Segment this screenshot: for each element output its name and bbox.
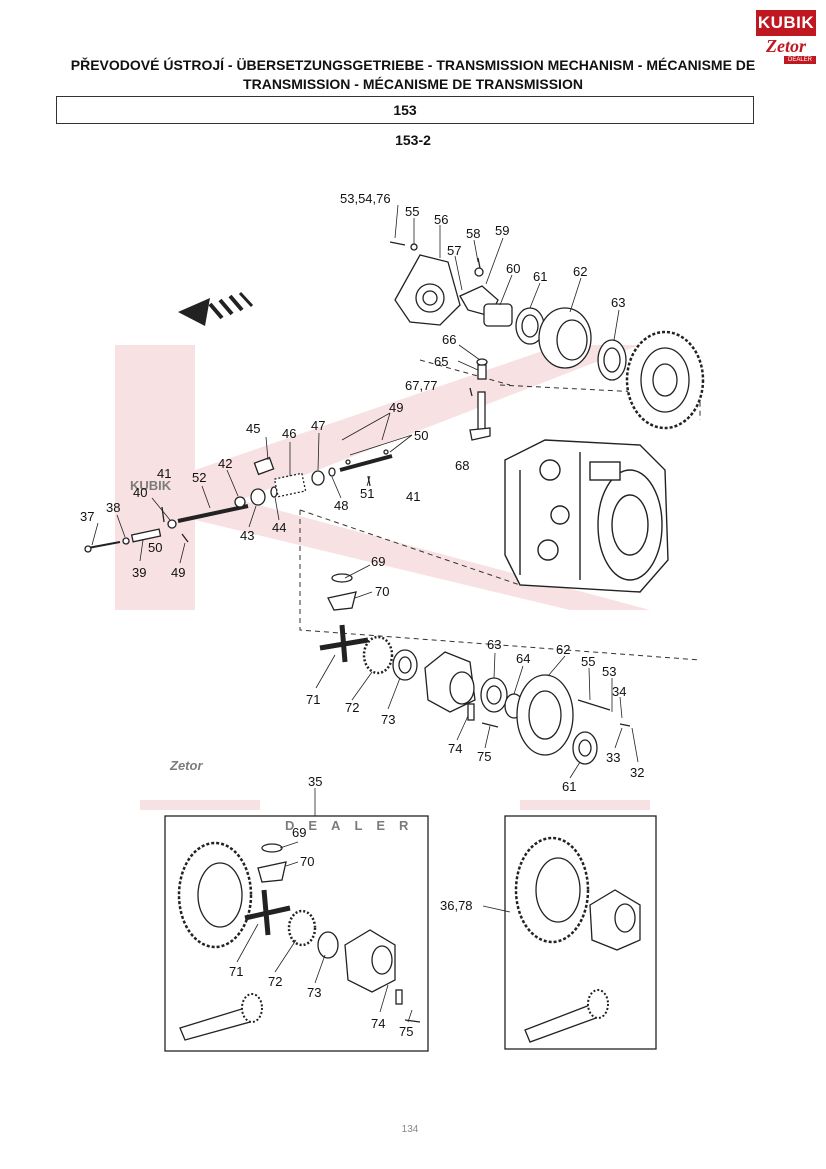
watermark-line-right [520,800,650,810]
differential-exploded [319,573,631,765]
title-line-2: TRANSMISSION - MÉCANISME DE TRANSMISSION [243,76,583,92]
part-43 [250,488,266,506]
part-39 [130,528,162,543]
leader-lines [91,204,639,1023]
callout-55-lower: 55 [581,654,595,669]
callout-53-54-76: 53,54,76 [340,191,391,206]
callout-33: 33 [606,750,620,765]
callout-44: 44 [272,520,286,535]
callout-71-inset: 71 [229,964,243,979]
callout-73: 73 [381,712,395,727]
watermark-bar-left [115,345,195,610]
callout-45: 45 [246,421,260,436]
callout-68: 68 [455,458,469,473]
page-number: 134 [401,1124,419,1135]
callout-49-left: 49 [171,565,185,580]
watermark-line-left [140,800,260,810]
callout-69: 69 [371,554,385,569]
part-65 [477,364,487,380]
watermark-k-shape [195,345,650,610]
callout-75-inset: 75 [399,1024,413,1039]
watermark-tag: DEALER [285,818,422,833]
callout-74: 74 [448,741,462,756]
flange-60 [483,303,513,327]
inset-box-36-78 [504,815,657,1050]
callout-70-inset: 70 [300,854,314,869]
logo-tag: DEALER [784,56,816,64]
callout-32: 32 [630,765,644,780]
callout-53: 53 [602,664,616,679]
callout-73-inset: 73 [307,985,321,1000]
callout-48: 48 [334,498,348,513]
callout-49: 49 [389,400,403,415]
spring-46 [273,472,307,498]
callout-62-lower: 62 [556,642,570,657]
group-number-box: 153 [56,96,754,124]
callout-labels: 53,54,76 55 56 57 58 59 60 61 62 63 66 6… [80,191,644,1039]
callout-56: 56 [434,212,448,227]
fork-68 [469,427,491,441]
callout-61-lower: 61 [562,779,576,794]
callout-41-left: 41 [157,466,171,481]
sub-number: 153-2 [395,132,431,148]
washer-69 [331,573,353,583]
gear-72 [362,635,394,675]
callout-58: 58 [466,226,480,241]
gearbox-housing [504,439,669,593]
logo-make: Zetor [766,36,806,56]
callout-52: 52 [192,470,206,485]
callout-37: 37 [80,509,94,524]
watermark: KUBIK Zetor DEALER [115,345,650,833]
callout-69-inset: 69 [292,825,306,840]
logo-brand: KUBIK [756,10,816,36]
callout-74-inset: 74 [371,1016,385,1031]
watermark-make: Zetor [169,758,203,773]
callout-64: 64 [516,651,530,666]
callout-50: 50 [414,428,428,443]
kubik-zetor-logo: KUBIK Zetor DEALER [756,10,816,68]
callout-62: 62 [573,264,587,279]
callout-72: 72 [345,700,359,715]
callout-75: 75 [477,749,491,764]
callout-47: 47 [311,418,325,433]
callout-66: 66 [442,332,456,347]
watermark-brand: KUBIK [130,478,172,493]
callout-50-left: 50 [148,540,162,555]
inset-box-35 [164,815,429,1052]
title-line-1: PŘEVODOVÉ ÚSTROJÍ - ÜBERSETZUNGSGETRIEBE… [70,57,756,73]
callout-43: 43 [240,528,254,543]
callout-60: 60 [506,261,520,276]
callout-70: 70 [375,584,389,599]
callout-55: 55 [405,204,419,219]
part-45 [253,456,275,476]
callout-57: 57 [447,243,461,258]
shift-rod-assembly [84,449,393,553]
callout-72-inset: 72 [268,974,282,989]
callout-63: 63 [611,295,625,310]
direction-arrow-icon [178,291,254,326]
callout-35: 35 [308,774,322,789]
page-title: PŘEVODOVÉ ÚSTROJÍ - ÜBERSETZUNGSGETRIEBE… [40,56,786,94]
callout-51: 51 [360,486,374,501]
pinion-70 [327,591,357,611]
callout-61: 61 [533,269,547,284]
callout-65: 65 [434,354,448,369]
callout-36-78: 36,78 [440,898,473,913]
callout-63-lower: 63 [487,637,501,652]
callout-34: 34 [612,684,626,699]
callout-38: 38 [106,500,120,515]
callout-71: 71 [306,692,320,707]
callout-59: 59 [495,223,509,238]
upper-bearing-assembly [389,241,705,430]
callout-46: 46 [282,426,296,441]
callout-40: 40 [133,485,147,500]
shift-fork-assembly [469,358,491,441]
callout-39: 39 [132,565,146,580]
callout-67-77: 67,77 [405,378,438,393]
callout-41-right: 41 [406,489,420,504]
callout-42: 42 [218,456,232,471]
